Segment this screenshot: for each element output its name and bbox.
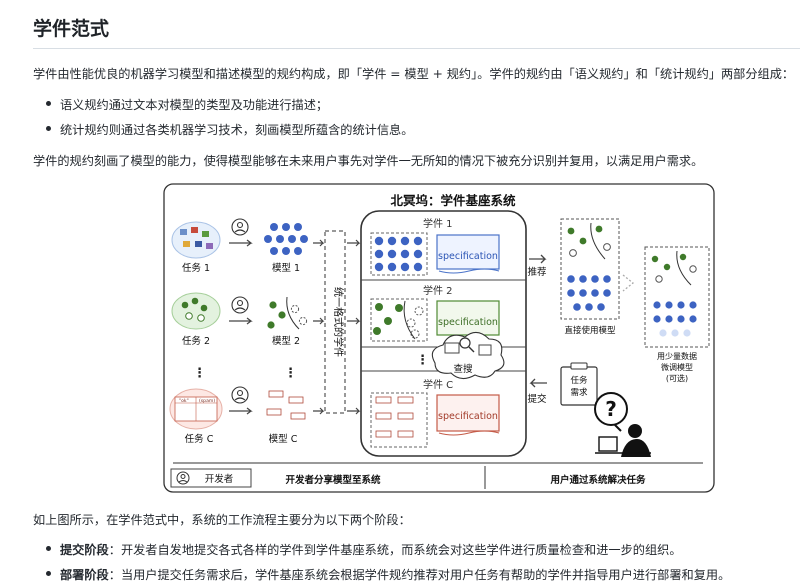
stage-submit-name: 提交阶段 [60, 543, 109, 557]
learnware-c-label: 学件 C [423, 378, 453, 391]
heading-divider [33, 48, 800, 49]
workflow-intro: 如上图所示，在学件范式中，系统的工作流程主要分为以下两个阶段： [33, 513, 411, 527]
task-1-cloud [171, 221, 221, 259]
magnifier-icon [459, 337, 471, 349]
task-1-label: 任务 1 [182, 262, 210, 274]
spec-card-2 [436, 300, 500, 336]
learnware-1-label: 学件 1 [423, 217, 453, 230]
model-1-dots [264, 223, 308, 255]
bullet-dot [46, 126, 51, 131]
task-c-label: 任务 C [185, 433, 214, 445]
task-clipboard-icon [560, 362, 598, 406]
stage-submit-text: 开发者自发地提交各式各样的学件到学件基座系统，而系统会对这些学件进行质量检查和进… [120, 543, 682, 557]
stage-deploy: 部署阶段：当用户提交任务需求后，学件基座系统会根据学件规约推荐对用户任务有帮助的… [60, 565, 730, 583]
finetune-line-3: (可选) [666, 373, 688, 383]
table-header-spam: (spam) [199, 398, 215, 404]
stage-sep: ： [108, 543, 121, 557]
spec-word-1: specification [438, 251, 498, 262]
table-header-ok: "ok" [179, 398, 189, 404]
format-arrows [313, 239, 361, 415]
developer-legend [170, 468, 252, 488]
model-c-label: 模型 C [269, 433, 298, 445]
user-task-line-1: 任务 [570, 375, 588, 386]
submit-label: 提交 [527, 393, 547, 405]
learnware-2-label: 学件 2 [423, 284, 453, 297]
finetune-dots [651, 250, 697, 286]
model-c-tags [266, 390, 306, 420]
stage-deploy-name: 部署阶段 [60, 568, 109, 582]
spec-card-1 [436, 234, 500, 270]
learnware-1-model [370, 232, 428, 276]
learnware-c-model [370, 392, 428, 448]
search-cloud: 查搜 [431, 331, 505, 380]
spec-word-c: specification [438, 411, 498, 422]
bullet-dot [46, 571, 51, 576]
direct-use-label: 直接使用模型 [564, 325, 616, 336]
spec-point-statistical: 统计规约则通过各类机器学习技术，刻画模型所蕴含的统计信息。 [60, 123, 414, 137]
developer-legend-icon [176, 471, 190, 485]
spec-card-c [436, 394, 500, 432]
spec-point-semantic: 语义规约通过文本对模型的类型及功能进行描述； [60, 98, 329, 112]
bottom-right-caption: 用户通过系统解决任务 [549, 474, 646, 486]
user-task-line-2: 需求 [570, 387, 588, 398]
ability-paragraph: 学件的规约刻画了模型的能力，使得模型能够在未来用户事先对学件一无所知的情况下被充… [33, 154, 704, 168]
bullet-dot [46, 546, 51, 551]
upload-arrows [229, 239, 253, 415]
model-2-dots [267, 296, 308, 330]
bottom-left-caption: 开发者分享模型至系统 [285, 474, 381, 486]
svg-text:?: ? [605, 397, 617, 421]
spec-word-2: specification [438, 317, 498, 328]
intro-paragraph: 学件由性能优良的机器学习模型和描述模型的规约构成，即「学件 = 模型 + 规约」… [33, 67, 795, 81]
learnware-2-dots [373, 303, 403, 335]
developer-icon [231, 218, 249, 404]
stage-sep: ： [108, 568, 121, 582]
ellipsis: ⋮ [193, 366, 206, 381]
learnware-system-figure: 北冥坞：学件基座系统 学件 1 specification 学件 2 [163, 183, 715, 493]
stage-submit: 提交阶段：开发者自发地提交各式各样的学件到学件基座系统，而系统会对这些学件进行质… [60, 540, 682, 558]
stage-deploy-text: 当用户提交任务需求后，学件基座系统会根据学件规约推荐对用户任务有帮助的学件并指导… [120, 568, 731, 582]
developer-legend-label: 开发者 [205, 473, 234, 485]
bullet-dot [46, 101, 51, 106]
figure-title: 北冥坞：学件基座系统 [390, 193, 516, 208]
finetune-line-2: 微调模型 [661, 362, 693, 372]
finetune-blue-dots [653, 301, 697, 337]
direct-use-dots [567, 222, 611, 260]
unified-format-box [324, 230, 346, 414]
learnware-1-dots [374, 236, 423, 272]
task-c-table: "ok" (spam) [169, 388, 223, 430]
unified-format-label: 统一格式的学件 [332, 287, 345, 357]
task-2-cloud [171, 292, 221, 330]
recommend-label: 推荐 [527, 266, 547, 278]
learnware-2-model [370, 298, 428, 342]
direct-use-blue-dots [567, 275, 611, 311]
section-heading: 学件范式 [33, 18, 110, 40]
finetune-line-1: 用少量数据 [657, 351, 697, 361]
ellipsis: ⋮ [284, 366, 297, 381]
user-question-icon: ? [594, 392, 651, 457]
ellipsis: ⋮ [416, 353, 429, 368]
search-label: 查搜 [453, 363, 473, 375]
direct-use-box [560, 218, 620, 320]
model-1-label: 模型 1 [272, 262, 300, 274]
task-2-label: 任务 2 [182, 335, 210, 347]
model-2-label: 模型 2 [272, 335, 300, 347]
